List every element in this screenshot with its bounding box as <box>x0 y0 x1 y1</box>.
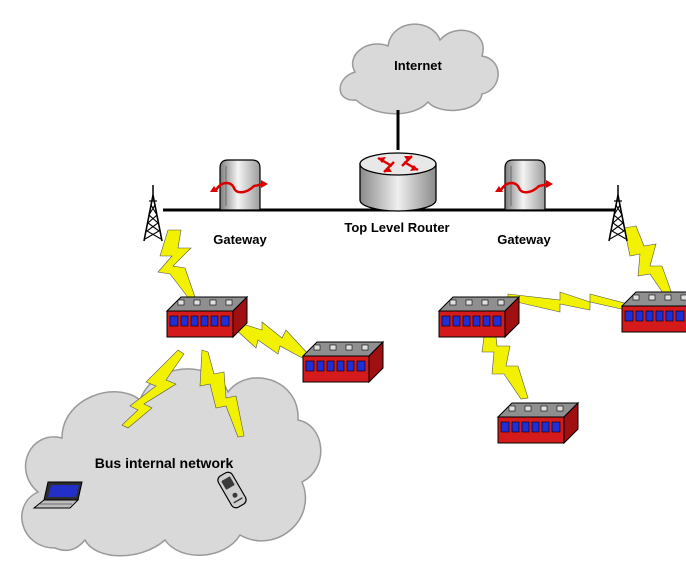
internet-cloud <box>339 23 499 115</box>
cell-tower-left <box>143 184 163 242</box>
wireless-link-right-tower <box>623 225 673 297</box>
bus-network-label: Bus internal network <box>95 455 234 471</box>
wireless-link-bus3-bus4 <box>507 291 629 313</box>
gateway-left-icon <box>208 158 270 212</box>
bus-4 <box>621 291 686 333</box>
bus-5 <box>497 402 579 444</box>
bus-1 <box>166 296 248 338</box>
cell-tower-right <box>608 184 628 242</box>
gateway-right-label: Gateway <box>497 232 551 247</box>
router-icon <box>359 152 437 212</box>
internet-label: Internet <box>394 58 442 73</box>
wireless-link-left-tower <box>157 229 197 301</box>
laptop-icon <box>32 481 83 509</box>
bus-3 <box>438 296 520 338</box>
wireless-link-laptop <box>121 349 185 429</box>
wireless-link-bus3-bus5 <box>481 327 529 400</box>
wireless-link-phone <box>199 349 245 438</box>
mobile-phone-icon <box>217 471 247 509</box>
bus-internal-network-cloud <box>21 368 322 557</box>
wireless-link-bus1-bus2 <box>233 321 311 361</box>
bus-2 <box>302 341 384 383</box>
gateway-right-icon <box>493 158 555 212</box>
router-label: Top Level Router <box>344 220 449 235</box>
gateway-left-label: Gateway <box>213 232 267 247</box>
